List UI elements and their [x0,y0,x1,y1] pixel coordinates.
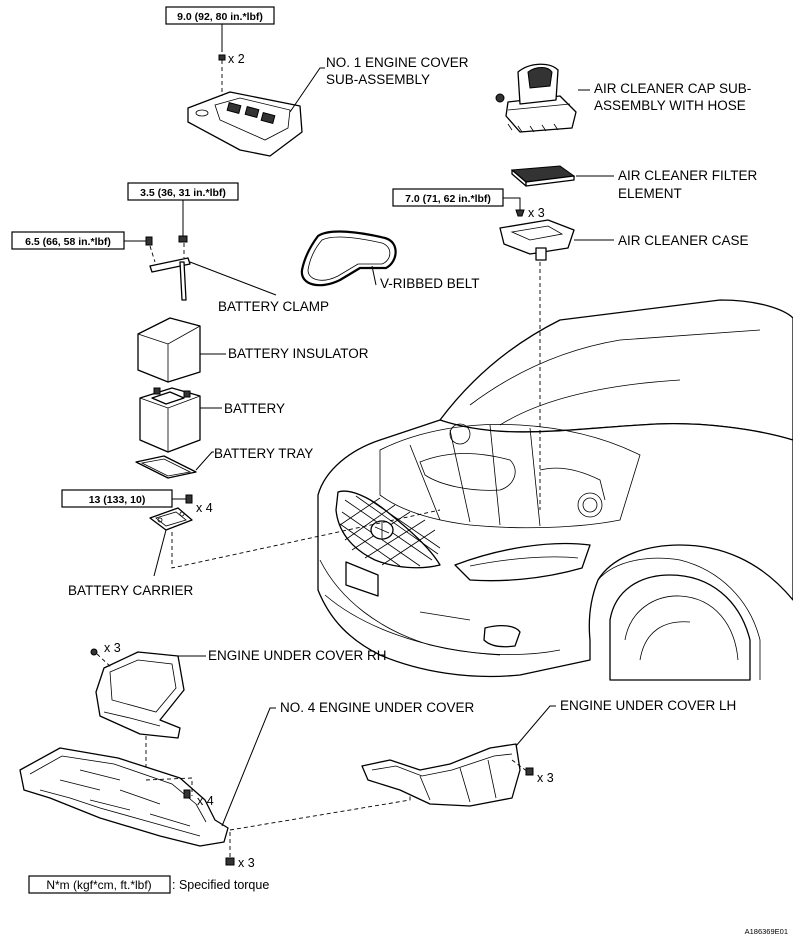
clamp-bolt-torque: 6.5 (66, 58 in.*lbf) [25,236,111,248]
engine-under-cover-lh-part [361,705,556,807]
vehicle-front-illustration [317,299,793,681]
battery-label: BATTERY [224,401,285,416]
engine-cover-label-1: NO. 1 ENGINE COVER [326,55,469,70]
legend-unit: N*m (kgf*cm, ft.*lbf) [46,878,151,892]
engine-under-cover-rh-part [90,648,206,778]
battery-clamp-label: BATTERY CLAMP [218,299,329,314]
battery-tray-part [135,451,214,479]
battery-insulator-part [137,317,226,383]
battery-carrier-torque: 13 (133, 10) [89,494,146,506]
under-cover-lh-qty: x 3 [537,771,554,785]
engine-cover-torque-box: 9.0 (92, 80 in.*lbf) [165,6,275,52]
no4-center-qty: x 4 [197,794,214,808]
battery-carrier-qty: x 4 [196,501,213,515]
engine-under-cover-rh-label: ENGINE UNDER COVER RH [208,648,387,663]
torque-legend: N*m (kgf*cm, ft.*lbf) : Specified torque [28,875,269,894]
battery-tray-label: BATTERY TRAY [214,446,313,461]
no4-engine-under-cover-part [19,707,411,866]
air-cleaner-case-part: 7.0 (71, 62 in.*lbf) [392,188,614,510]
battery-part [139,387,222,453]
engine-cover-label-2: SUB-ASSEMBLY [326,72,430,87]
clamp-nut-torque: 3.5 (36, 31 in.*lbf) [140,187,226,199]
engine-under-cover-lh-label: ENGINE UNDER COVER LH [560,698,736,713]
battery-clamp-part: 3.5 (36, 31 in.*lbf) 6.5 (66, 58 in.*lbf… [11,182,277,301]
no4-engine-under-cover-label: NO. 4 ENGINE UNDER COVER [280,700,475,715]
air-cleaner-filter-label-1: AIR CLEANER FILTER [618,168,758,183]
air-cleaner-case-qty: x 3 [528,206,545,220]
v-ribbed-belt-part [300,230,397,287]
battery-carrier-part: 13 (133, 10) [61,489,441,577]
v-ribbed-belt-label: V-RIBBED BELT [380,276,480,291]
engine-cover-qty: x 2 [228,52,245,66]
air-cleaner-case-label: AIR CLEANER CASE [618,233,749,248]
engine-cover-torque: 9.0 (92, 80 in.*lbf) [177,11,263,23]
air-cleaner-cap-label-2: ASSEMBLY WITH HOSE [594,98,746,113]
air-cleaner-filter-label-2: ELEMENT [618,186,682,201]
air-cleaner-cap-label-1: AIR CLEANER CAP SUB- [594,81,751,96]
air-cleaner-cap-part [495,63,590,133]
air-cleaner-filter-part [510,165,614,187]
under-cover-rh-qty: x 3 [104,641,121,655]
engine-cover-part [187,54,325,157]
no4-bottom-qty: x 3 [238,856,255,870]
battery-carrier-label: BATTERY CARRIER [68,583,194,598]
air-cleaner-case-torque: 7.0 (71, 62 in.*lbf) [405,193,491,205]
reference-id: A186369E01 [745,927,788,936]
battery-insulator-label: BATTERY INSULATOR [228,346,369,361]
legend-text: : Specified torque [172,878,269,892]
